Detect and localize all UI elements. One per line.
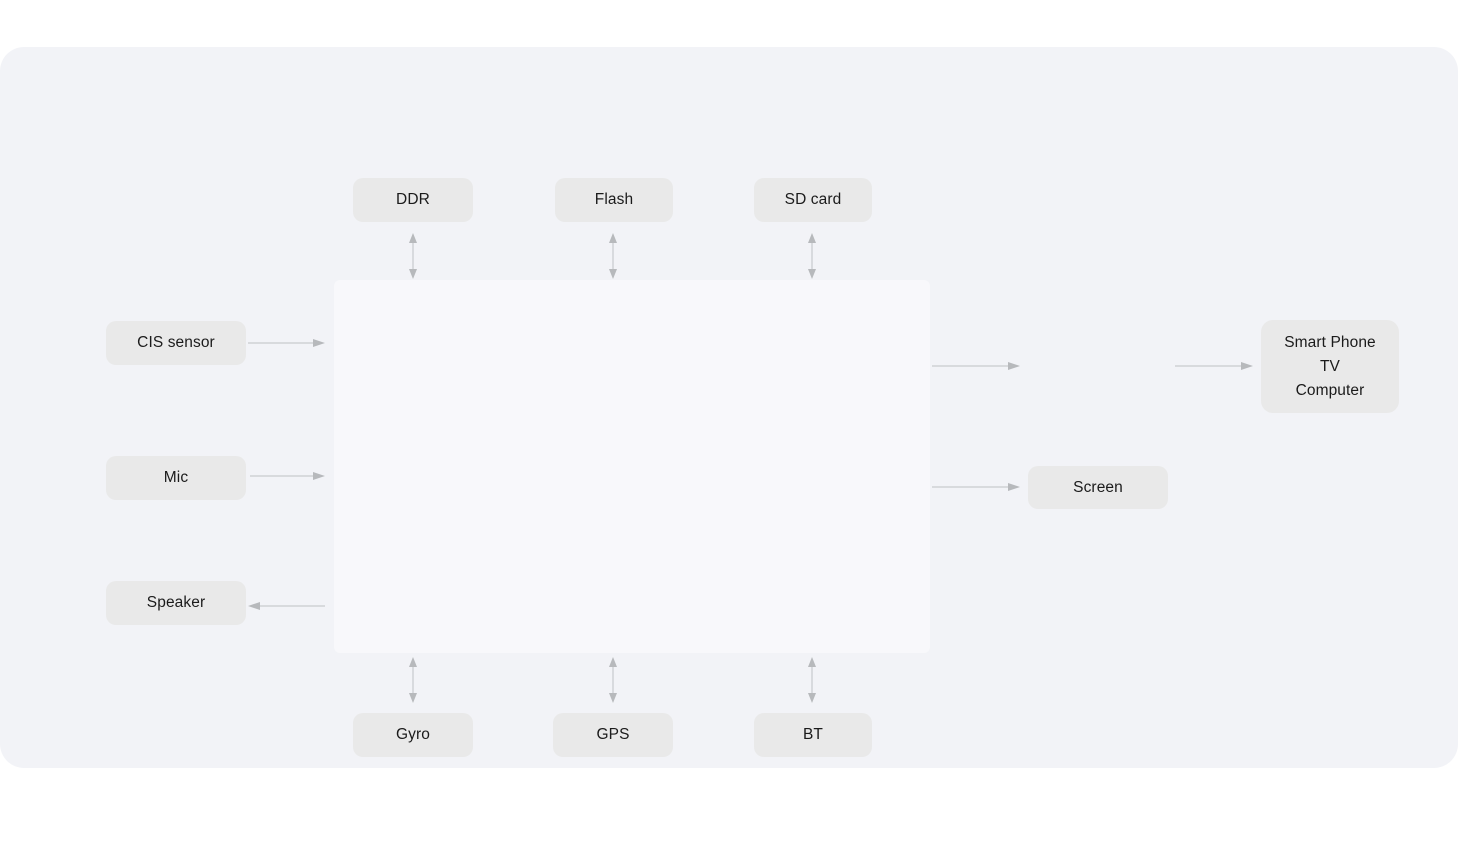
arrow-sd-card-central-bidirectional-icon [808, 233, 816, 279]
node-bt-label: BT [802, 726, 823, 743]
node-ddr: DDR [353, 178, 473, 222]
node-sd-card: SD card [754, 178, 872, 222]
node-external-line-3: Computer [1295, 381, 1365, 399]
node-mic-label: Mic [163, 469, 189, 486]
node-cis-sensor: CIS sensor [106, 321, 246, 365]
node-speaker-label: Speaker [146, 594, 206, 611]
node-mic: Mic [106, 456, 246, 500]
arrow-gyro-central-bidirectional-icon [409, 657, 417, 703]
arrow-mic-to-central-icon [250, 472, 325, 480]
arrow-cis-sensor-to-central-icon [248, 339, 325, 347]
arrow-bt-central-bidirectional-icon [808, 657, 816, 703]
node-gps: GPS [553, 713, 673, 757]
arrow-ddr-central-bidirectional-icon [409, 233, 417, 279]
arrow-central-to-speaker-icon [248, 602, 325, 610]
arrow-central-out-icon [932, 362, 1020, 370]
node-screen: Screen [1028, 466, 1168, 509]
node-ddr-label: DDR [396, 191, 430, 208]
arrow-gps-central-bidirectional-icon [609, 657, 617, 703]
node-flash: Flash [555, 178, 673, 222]
diagram-panel: DDR Flash SD card CIS sensor Mic Speaker… [0, 47, 1458, 768]
node-external-devices: Smart Phone TV Computer [1261, 320, 1399, 413]
node-external-line-2: TV [1319, 357, 1340, 375]
node-bt: BT [754, 713, 872, 757]
node-external-line-1: Smart Phone [1284, 333, 1376, 351]
node-speaker: Speaker [106, 581, 246, 625]
node-gyro-label: Gyro [396, 726, 430, 743]
arrow-central-to-screen-icon [932, 483, 1020, 491]
node-screen-label: Screen [1073, 478, 1123, 496]
arrow-flash-central-bidirectional-icon [609, 233, 617, 279]
node-sd-card-label: SD card [784, 191, 842, 208]
node-gps-label: GPS [596, 726, 630, 743]
node-flash-label: Flash [594, 191, 634, 208]
node-cis-sensor-label: CIS sensor [137, 334, 215, 351]
arrow-to-external-devices-icon [1175, 362, 1253, 370]
central-soc-block [334, 280, 930, 653]
node-gyro: Gyro [353, 713, 473, 757]
